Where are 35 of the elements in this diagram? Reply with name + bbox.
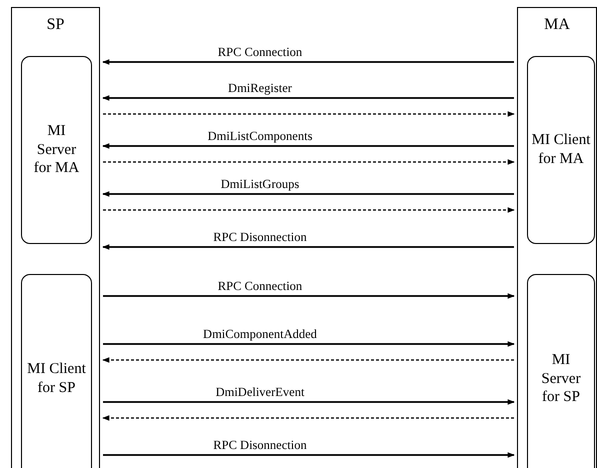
message-arrow (103, 399, 515, 405)
edge-label: DmiListComponents (208, 129, 312, 143)
message-arrow (103, 341, 515, 347)
message-arrow (102, 357, 514, 363)
edge-label: RPC Disonnection (213, 438, 307, 452)
component-box (527, 56, 595, 244)
message-arrow (103, 293, 515, 299)
component-label: MI Server for MA (32, 122, 80, 178)
edge-label: RPC Connection (218, 45, 302, 59)
lifeline-box (517, 7, 597, 468)
message-arrow (102, 59, 514, 65)
lifeline-box (11, 7, 100, 468)
lifeline-title: MA (544, 16, 570, 34)
edge-label: DmiDeliverEvent (216, 385, 304, 399)
component-label: MI Client for MA (531, 131, 591, 169)
edge-label: RPC Disonnection (213, 230, 307, 244)
edge-label: RPC Connection (218, 279, 302, 293)
message-arrow (103, 159, 515, 165)
edge-label: DmiRegister (228, 81, 292, 95)
message-arrow (102, 95, 514, 101)
message-arrow (103, 452, 515, 458)
message-arrow (102, 143, 514, 149)
message-arrow (103, 207, 515, 213)
message-arrow (102, 415, 514, 421)
message-arrow (103, 111, 515, 117)
component-label: MI Server for SP (540, 350, 582, 408)
component-label: MI Client for SP (26, 360, 86, 398)
edge-label: DmiListGroups (220, 177, 300, 191)
component-box (21, 274, 92, 468)
edge-label: DmiComponentAdded (203, 327, 317, 341)
component-box (21, 56, 92, 244)
lifeline-title: SP (46, 16, 64, 34)
component-box (527, 274, 595, 468)
message-arrow (102, 244, 514, 250)
message-arrow (102, 191, 514, 197)
